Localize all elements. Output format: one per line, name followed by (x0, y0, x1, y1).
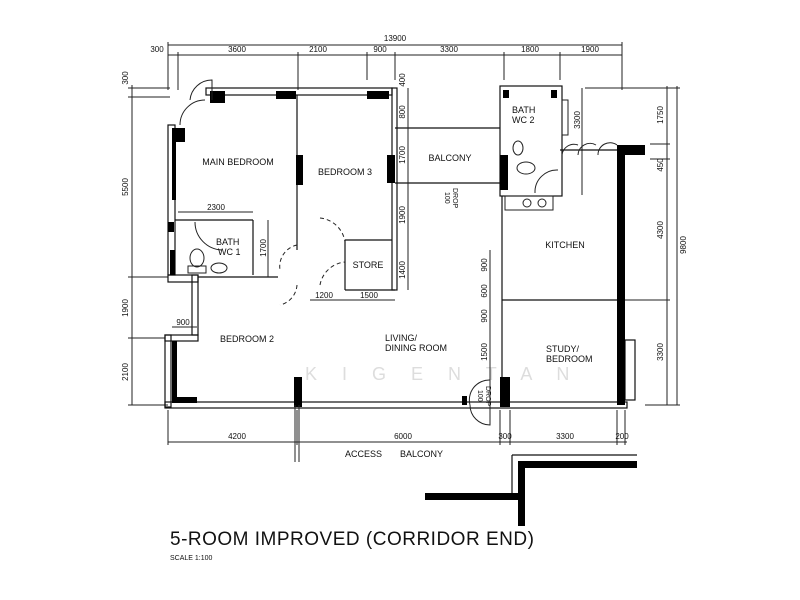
toilet-icon (189, 248, 205, 268)
watermark: K I G E N T A N (305, 364, 579, 384)
room-bath-wc2: BATH (512, 105, 535, 115)
dim-top: 1900 (581, 45, 599, 54)
dim-interior: 1900 (398, 206, 407, 224)
dim-left: 1900 (121, 299, 130, 317)
dim-interior: 3300 (573, 111, 582, 129)
room-store: STORE (353, 260, 384, 270)
drop-label: 100 (476, 390, 483, 402)
dim-interior: 1700 (259, 239, 268, 257)
sink-icon (210, 262, 228, 274)
dim-bottom: 200 (615, 432, 629, 441)
drop-label: DROP (451, 188, 458, 209)
dim-right: 3300 (656, 343, 665, 361)
dim-bottom: 4200 (228, 432, 246, 441)
room-kitchen: KITCHEN (545, 240, 585, 250)
dim-interior: 800 (398, 105, 407, 119)
dim-bottom: 3300 (556, 432, 574, 441)
dim-left: 300 (121, 71, 130, 85)
room-balcony: BALCONY (428, 153, 471, 163)
left-dimensions: 300 5500 1900 2100 (121, 71, 170, 406)
top-dimensions: 13900 300 3600 2100 900 3300 1800 1900 (150, 34, 623, 90)
dim-bottom: 300 (498, 432, 512, 441)
dim-top: 3600 (228, 45, 246, 54)
room-bath-wc1: BATH (216, 237, 239, 247)
kitchen-sink-icon (504, 195, 554, 211)
plan-title: 5-ROOM IMPROVED (CORRIDOR END) (170, 529, 534, 550)
room-bedroom-3: BEDROOM 3 (318, 167, 372, 177)
dim-left: 5500 (121, 178, 130, 196)
right-dimensions: 1750 450 4300 3300 9800 3300 (573, 86, 688, 406)
room-labels: MAIN BEDROOM BEDROOM 3 BALCONY BATH WC 2… (202, 105, 592, 459)
dim-interior: 900 (480, 309, 489, 323)
dim-interior: 1500 (480, 343, 489, 361)
fixtures (187, 99, 569, 274)
room-bedroom-2: BEDROOM 2 (220, 334, 274, 344)
dim-right: 4300 (656, 221, 665, 239)
drop-label: DROP (484, 386, 491, 407)
room-main-bedroom: MAIN BEDROOM (202, 157, 274, 167)
room-study: BEDROOM (546, 354, 593, 364)
walls (164, 85, 645, 409)
access-balcony (294, 405, 637, 526)
drop-label: 100 (443, 192, 450, 204)
dim-top: 1800 (521, 45, 539, 54)
sink-icon (512, 140, 524, 156)
dim-interior: 2300 (207, 203, 225, 212)
dim-interior: 1500 (360, 291, 378, 300)
interior-dimensions: 400 800 1700 1900 1400 900 600 900 1500 … (172, 73, 491, 380)
dim-top: 3300 (440, 45, 458, 54)
dim-interior: 400 (398, 73, 407, 87)
dim-interior: 1200 (315, 291, 333, 300)
dim-overall-width: 13900 (384, 34, 407, 43)
dim-interior: 900 (176, 318, 190, 327)
dim-interior: 600 (480, 284, 489, 298)
dim-right: 450 (656, 158, 665, 172)
plan-scale: SCALE 1:100 (170, 555, 213, 562)
room-study: STUDY/ (546, 344, 580, 354)
dim-overall-depth: 9800 (679, 236, 688, 254)
dim-left: 2100 (121, 363, 130, 381)
room-living: LIVING/ (385, 333, 418, 343)
access-balcony-label: BALCONY (400, 449, 443, 459)
dim-bottom: 6000 (394, 432, 412, 441)
dim-interior: 1400 (398, 261, 407, 279)
dim-right: 1750 (656, 106, 665, 124)
access-balcony-label: ACCESS (345, 449, 382, 459)
room-bath-wc1: WC 1 (218, 247, 241, 257)
dim-top: 300 (150, 45, 164, 54)
room-bath-wc2: WC 2 (512, 115, 535, 125)
room-living: DINING ROOM (385, 343, 447, 353)
bottom-dimensions: 4200 6000 300 3300 200 (167, 410, 629, 445)
dim-top: 900 (373, 45, 387, 54)
dim-top: 2100 (309, 45, 327, 54)
dim-interior: 900 (480, 258, 489, 272)
dim-interior: 1700 (398, 146, 407, 164)
toilet-icon (516, 161, 536, 175)
